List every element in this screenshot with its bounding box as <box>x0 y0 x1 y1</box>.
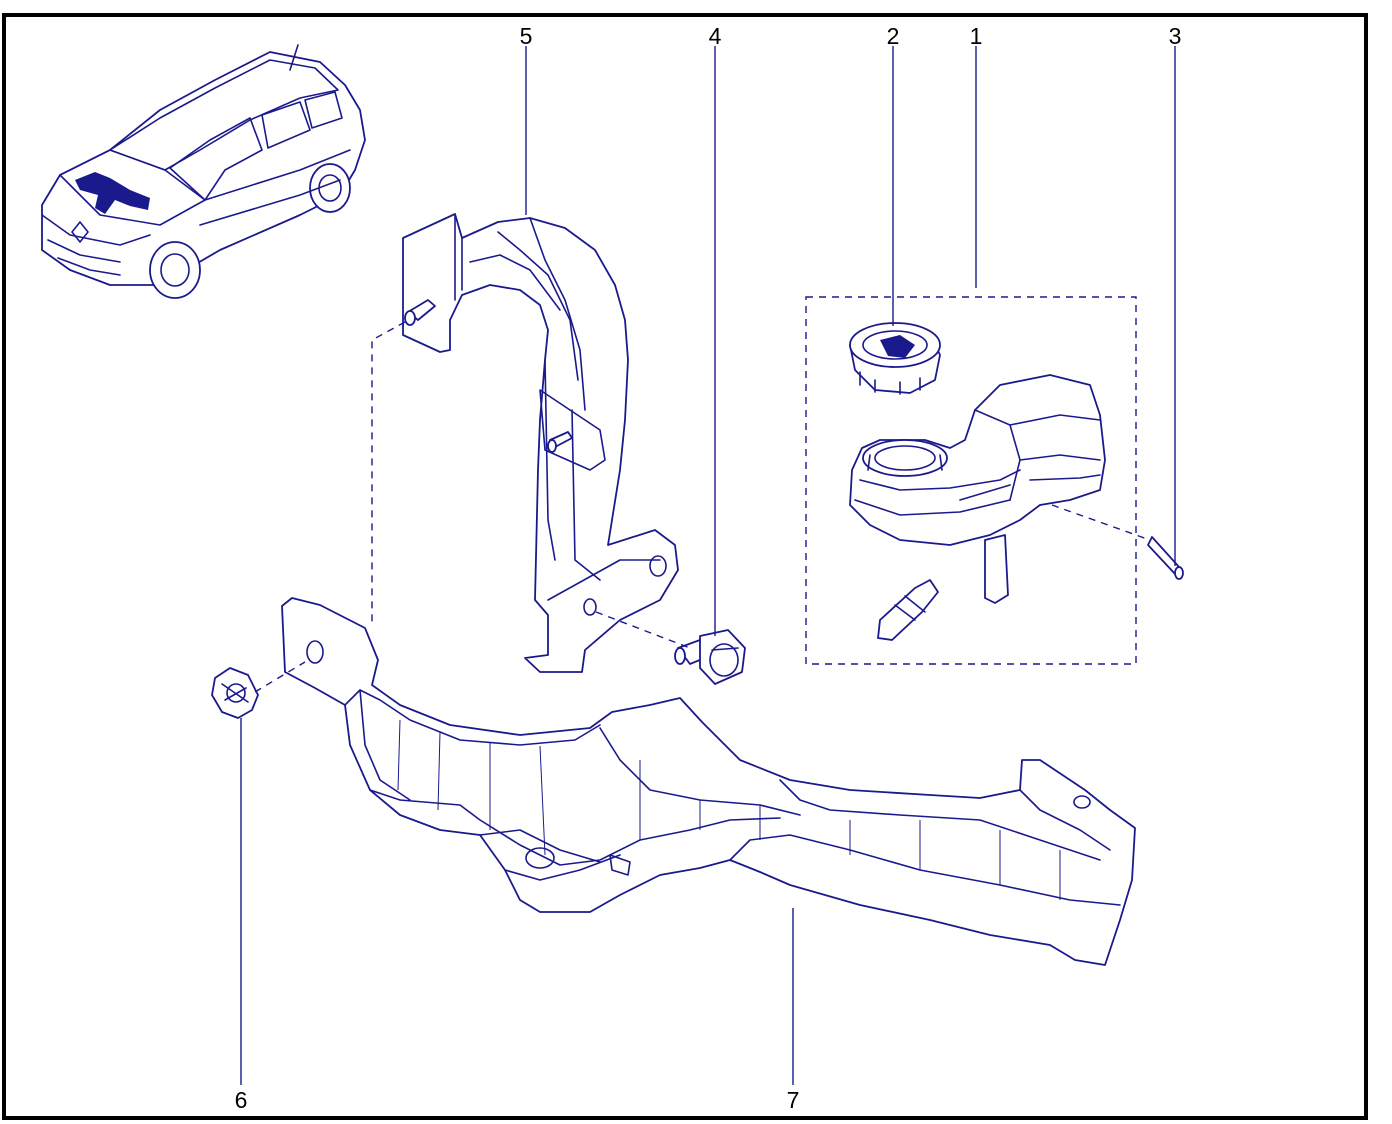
part-7-heat-shield <box>281 597 1136 966</box>
callout-labels: 5 4 2 1 3 6 7 <box>235 23 1182 1113</box>
callout-3: 3 <box>1169 23 1182 49</box>
part-6-clip <box>211 667 259 719</box>
callout-1: 1 <box>970 23 983 49</box>
callout-5: 5 <box>520 23 533 49</box>
vehicle-location-thumbnail <box>41 44 366 299</box>
part-4-bolt <box>674 629 746 685</box>
callout-2: 2 <box>887 23 900 49</box>
part-5-bracket <box>402 213 679 673</box>
callout-6: 6 <box>235 1087 248 1113</box>
diagram-frame <box>2 13 1368 1120</box>
part-2-cap <box>849 322 941 395</box>
part-3-screw <box>1147 536 1184 580</box>
assembly-lines <box>254 321 1151 693</box>
callout-4: 4 <box>709 23 722 49</box>
part-1-assembly-box <box>805 296 1137 665</box>
leader-lines <box>240 46 1176 1085</box>
callout-7: 7 <box>787 1087 800 1113</box>
part-1-reservoir <box>849 374 1106 641</box>
